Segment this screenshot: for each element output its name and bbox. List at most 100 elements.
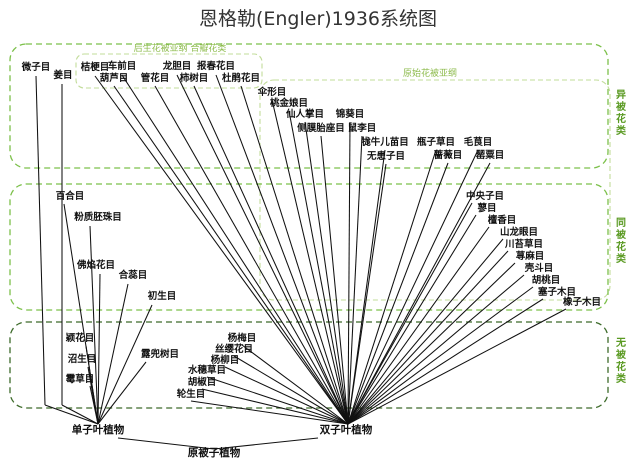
node-aristolochiales: 川苔草目	[504, 238, 543, 250]
edge-9	[97, 283, 129, 425]
node-centrospermae: 中央子目	[466, 190, 504, 202]
edge-0	[117, 437, 215, 450]
archichlamydeae-box	[259, 79, 611, 301]
edge-32	[347, 162, 449, 425]
node-garryales: 壳斗目	[524, 262, 554, 274]
node-pandanales: 微子目	[21, 61, 51, 73]
node-juglandales2: 胡椒目	[188, 376, 217, 388]
edge-21	[215, 74, 349, 425]
edge-13	[89, 385, 99, 425]
node-triuridales: 霉草目	[66, 373, 95, 385]
edge-28	[347, 135, 363, 425]
node-casuarinales: 橡子木目	[563, 296, 601, 308]
node-piperales: 水穗草目	[188, 364, 226, 376]
node-campanulales: 桔梗目	[81, 61, 110, 73]
node-sapindales: 无患子目	[366, 150, 405, 162]
edge-15	[94, 75, 349, 425]
diagram-title: 恩格勒(Engler)1936系统图	[199, 8, 437, 30]
edge-47	[224, 366, 349, 425]
edge-4	[61, 404, 99, 425]
apetalae-label: 无被花类	[615, 337, 627, 385]
node-helobiae: 姜目	[53, 69, 72, 81]
node-dicot: 双子叶植物	[319, 423, 373, 436]
edge-49	[201, 388, 349, 425]
node-malvales: 锦葵目	[336, 108, 365, 120]
node-juglandales: 胡桃目	[532, 274, 561, 286]
sympetalae-box	[75, 53, 263, 89]
edge-33	[347, 149, 479, 425]
node-umbelliflorae: 伞形目	[257, 86, 287, 98]
edge-46	[233, 355, 349, 425]
edge-1	[213, 437, 319, 450]
edge-37	[347, 226, 490, 425]
edge-27	[347, 121, 351, 425]
node-ebenales: 柿树目	[180, 72, 209, 84]
edge-24	[288, 110, 349, 425]
edge-23	[271, 99, 349, 425]
node-labels: 原被子植物单子叶植物双子叶植物微子目姜目百合目粉质胚珠目佛焰花目合蕊目初生目颖花…	[21, 60, 601, 459]
node-monocot: 单子叶植物	[72, 423, 125, 436]
node-ericales: 杜鹃花目	[222, 72, 260, 84]
node-balanopsidales: 塞子木目	[537, 286, 576, 298]
edge-14	[97, 361, 147, 425]
node-cucurbitales: 葫芦目	[100, 72, 129, 84]
edge-43	[347, 298, 544, 425]
node-ranales: 毛茛目	[464, 136, 493, 148]
node-pandanales2: 露兜树目	[141, 348, 179, 360]
node-geraniales: 牻牛儿苗目	[361, 136, 409, 148]
node-plantaginales: 车前目	[108, 60, 137, 72]
edge-22	[240, 85, 349, 425]
node-opuntiales: 仙人掌目	[286, 108, 324, 120]
node-protoangiosperm: 原被子植物	[188, 446, 241, 459]
edge-39	[347, 250, 509, 425]
edge-31	[347, 149, 437, 425]
edge-3	[35, 75, 46, 406]
edge-10	[97, 304, 153, 425]
node-principes: 初生目	[148, 290, 177, 302]
edges	[35, 74, 567, 450]
node-farinosae: 粉质胚珠目	[74, 211, 122, 223]
edge-35	[347, 202, 473, 425]
node-santalales: 檀香目	[488, 214, 517, 226]
node-myrtiflorae: 桃金娘目	[270, 97, 308, 109]
node-tubiflorae: 管花目	[141, 72, 170, 84]
node-spathiflorae: 佛焰花目	[76, 259, 115, 271]
edge-42	[347, 286, 534, 425]
edge-50	[190, 400, 349, 425]
node-rhamnales: 鼠李目	[348, 122, 377, 134]
heteropetalae-label: 异被花类	[616, 89, 627, 137]
edge-40	[347, 262, 516, 425]
node-liliales: 百合目	[56, 190, 85, 202]
node-verticillatae: 轮生目	[177, 388, 206, 400]
node-sarraceniales: 瓶子草目	[417, 136, 455, 148]
node-primulales: 报春花目	[197, 60, 235, 72]
archichlamydeae-label: 原始花被亚纲	[403, 67, 457, 79]
edge-8	[97, 273, 101, 425]
edge-34	[347, 162, 491, 425]
edge-20	[193, 85, 349, 425]
node-helobiae2: 沼生目	[68, 353, 97, 365]
node-parietales: 侧膜胎座目	[297, 122, 345, 134]
edge-41	[347, 274, 525, 425]
homochlamydeae-box	[9, 183, 609, 311]
edge-7	[89, 225, 99, 425]
edge-30	[347, 163, 387, 425]
edge-25	[304, 121, 349, 425]
node-myricales: 杨梅目	[228, 332, 257, 344]
node-salicales: 杨柳目	[211, 354, 240, 366]
node-synanthae: 合蕊目	[119, 269, 148, 281]
edge-26	[320, 135, 349, 425]
node-polygonales: 蓼目	[476, 202, 496, 214]
homochlamydeae-label: 同被花类	[616, 217, 627, 265]
node-rhoeadales: 罂粟目	[475, 150, 505, 161]
sympetalae-label: 后生花被亚纲 合瓣花类	[134, 42, 227, 54]
edge-44	[347, 308, 567, 425]
edge-19	[176, 74, 349, 425]
node-urticales: 荨麻目	[516, 250, 545, 262]
edge-18	[154, 85, 349, 425]
edge-16	[113, 85, 349, 425]
edge-36	[347, 214, 477, 425]
edge-17	[121, 74, 349, 425]
